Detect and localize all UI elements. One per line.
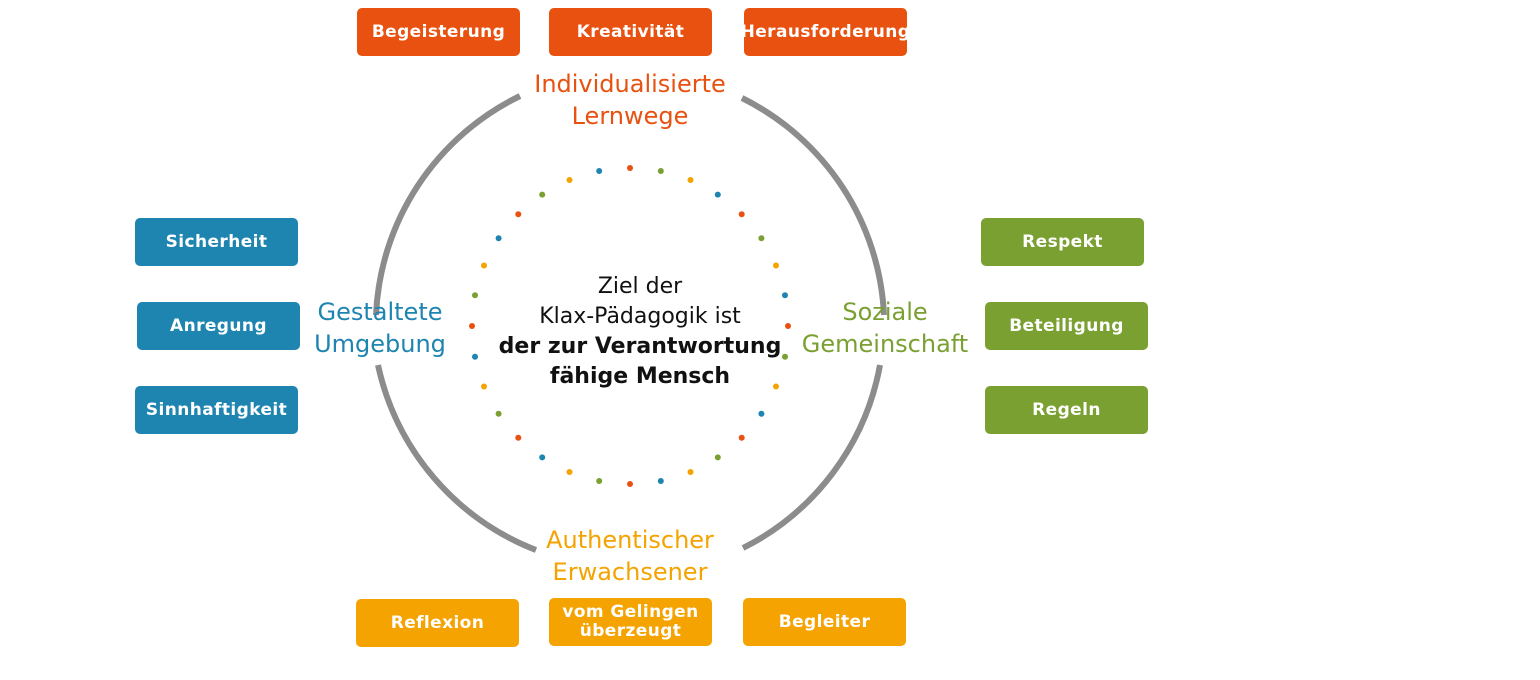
- decor-dot: [627, 165, 633, 171]
- box-herausforderung: Herausforderung: [741, 8, 910, 56]
- decor-dot: [758, 410, 765, 417]
- decor-dot: [539, 454, 546, 461]
- center-goal-text: Ziel der Klax-Pädagogik ist der zur Vera…: [490, 272, 790, 392]
- pillar-top-line-2: Lernwege: [571, 102, 689, 130]
- decor-dot: [627, 481, 633, 487]
- decor-dot: [515, 434, 522, 441]
- box-regeln: Regeln: [985, 386, 1148, 434]
- decor-dot: [515, 211, 522, 218]
- decor-dot: [738, 211, 745, 218]
- center-line-4: fähige Mensch: [549, 364, 731, 389]
- decor-dot: [495, 235, 502, 242]
- box-anregung: Anregung: [137, 302, 300, 350]
- box-kreativitaet: Kreativität: [549, 8, 712, 56]
- decor-dot: [472, 292, 478, 299]
- pillar-bottom-line-2: Erwachsener: [552, 558, 708, 586]
- decor-dot: [773, 262, 779, 269]
- decor-dot: [714, 454, 721, 461]
- pillar-left-line-2: Umgebung: [314, 330, 446, 358]
- decor-dot: [539, 191, 546, 198]
- decor-dot: [472, 353, 478, 360]
- decor-dot: [495, 410, 502, 417]
- pillar-left-line-1: Gestaltete: [317, 298, 443, 326]
- ring-arc-left-top: [373, 93, 522, 316]
- decor-dot: [714, 191, 721, 198]
- box-begeisterung: Begeisterung: [357, 8, 520, 56]
- ring-arc-bottom-left: [375, 364, 538, 553]
- decor-dot: [657, 478, 664, 484]
- box-vom-gelingen-ueberzeugt: vom Gelingen überzeugt: [549, 598, 712, 646]
- decor-dot: [469, 323, 475, 329]
- pillar-bottom-line-1: Authentischer: [546, 526, 714, 554]
- decor-dot: [758, 235, 765, 242]
- pillar-right-line-1: Soziale: [842, 298, 928, 326]
- decor-dot: [687, 469, 694, 475]
- decor-dot: [782, 292, 788, 299]
- pillar-right-line-2: Gemeinschaft: [801, 330, 969, 358]
- box-sicherheit: Sicherheit: [135, 218, 298, 266]
- decor-dot: [657, 168, 664, 174]
- box-reflexion: Reflexion: [356, 599, 519, 647]
- decor-dot: [566, 469, 573, 475]
- pillar-top-line-1: Individualisierte: [534, 70, 726, 98]
- center-line-2: Klax-Pädagogik ist: [539, 304, 741, 329]
- decor-dot: [481, 383, 487, 390]
- decor-dot: [596, 478, 603, 484]
- pillar-right-heading: Soziale Gemeinschaft: [795, 296, 975, 360]
- box-respekt: Respekt: [981, 218, 1144, 266]
- dotted-inner-circle: [469, 165, 791, 487]
- pillar-left-heading: Gestaltete Umgebung: [300, 296, 460, 360]
- box-line-2: überzeugt: [579, 621, 682, 641]
- decor-dot: [773, 383, 779, 390]
- pillar-top-heading: Individualisierte Lernwege: [500, 68, 760, 132]
- ring-arc-top-right: [740, 95, 887, 316]
- decor-dot: [785, 323, 791, 329]
- decor-dot: [738, 434, 745, 441]
- box-begleiter: Begleiter: [743, 598, 906, 646]
- pillar-bottom-heading: Authentischer Erwachsener: [520, 524, 740, 588]
- decor-dot: [687, 177, 694, 183]
- box-sinnhaftigkeit: Sinnhaftigkeit: [135, 386, 298, 434]
- box-line-1: vom Gelingen: [562, 602, 699, 622]
- decor-dot: [782, 353, 788, 360]
- center-line-3: der zur Verantwortung: [498, 334, 782, 359]
- ring-arc-right-bottom: [741, 364, 883, 551]
- decor-dot: [566, 177, 573, 183]
- decor-dot: [596, 168, 603, 174]
- box-beteiligung: Beteiligung: [985, 302, 1148, 350]
- center-line-1: Ziel der: [597, 274, 683, 299]
- decor-dot: [481, 262, 487, 269]
